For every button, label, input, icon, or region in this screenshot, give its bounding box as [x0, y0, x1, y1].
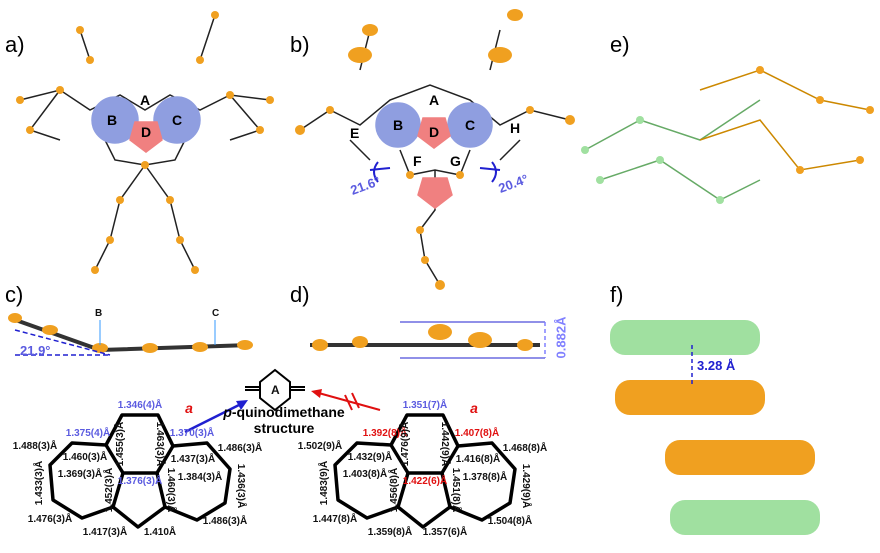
ring-b: B: [107, 112, 118, 128]
bond-label-r3: 1.378(8)Å: [462, 472, 508, 483]
bond-label-p2: 1.460(3)Å: [165, 467, 176, 513]
bond-label-a_right: 1.370(3)Å: [169, 428, 215, 439]
bond-label-r1: 1.486(3)Å: [217, 443, 263, 454]
quinoid-structure: [245, 368, 305, 412]
ring-c: C: [172, 112, 183, 128]
bond-label-hex_l: 1.460(3)Å: [62, 452, 108, 463]
panel-b-atoms: [295, 9, 575, 290]
bond-label-hex_tr: 1.463(3)Å: [154, 421, 165, 467]
ring-h-b: H: [510, 120, 521, 136]
bond-label-l4: 1.403(8)Å: [342, 469, 388, 480]
label-c-c: C: [212, 308, 220, 319]
bond-label-r2: 1.436(3)Å: [235, 463, 246, 509]
bond-label-hex_tr: 1.442(9)Å: [439, 421, 450, 467]
bond-label-hex_tl: 1.476(9)Å: [400, 421, 411, 467]
bond-label-top: 1.351(7)Å: [402, 400, 448, 411]
panel-b-structure: [299, 29, 571, 286]
panel-f-stacking: [610, 320, 820, 535]
panel-label-f: f): [610, 282, 624, 307]
caption-rest: -quinodimethane: [231, 404, 345, 420]
ring-a-b: A: [429, 92, 440, 108]
distance-f: 3.28 Å: [697, 358, 736, 373]
panel-label-a: a): [5, 32, 25, 57]
bond-label-l1: 1.502(9)Å: [297, 441, 343, 452]
bond-label-p4: 1.410Å: [143, 527, 177, 538]
bond-label-r1: 1.468(8)Å: [502, 443, 548, 454]
label-c-b: B: [95, 308, 103, 319]
ring-e-b: E: [350, 125, 360, 141]
bond-label-hex_r: 1.437(3)Å: [170, 454, 216, 465]
bond-label-p1: 1.456(8)Å: [389, 467, 400, 513]
caption-line2: structure: [253, 420, 315, 436]
bond-label-l1: 1.488(3)Å: [12, 441, 58, 452]
bond-label-l3: 1.447(8)Å: [312, 514, 358, 525]
quinoid-ring-label: A: [271, 383, 280, 397]
bond-diagram-right: [333, 413, 517, 529]
bond-label-r3: 1.384(3)Å: [177, 472, 223, 483]
distance-d: 0.882Å: [553, 316, 569, 359]
ring-c-b: C: [465, 117, 476, 133]
angle-c: 21.9°: [20, 343, 51, 358]
bond-label-p3: 1.417(3)Å: [82, 527, 128, 538]
ring-d-b: D: [429, 124, 440, 140]
arrow-left: [184, 400, 246, 434]
panel-c-side-view: [8, 313, 253, 356]
bond-label-a_left: 1.375(4)Å: [65, 428, 111, 439]
panel-d-side-view: [310, 321, 546, 359]
bond-label-l4: 1.369(3)Å: [57, 469, 103, 480]
bond-label-r4: 1.486(3)Å: [202, 516, 248, 527]
bond-label-hex_r: 1.416(8)Å: [455, 454, 501, 465]
arrow-cross-marks: [344, 392, 360, 411]
bond-label-top: 1.346(4)Å: [117, 400, 163, 411]
ring-d: D: [141, 124, 152, 140]
ring-a: A: [140, 92, 151, 108]
bond-label-l2: 1.433(3)Å: [34, 460, 45, 506]
quinoid-caption: p-quinodimethane structure: [220, 404, 348, 436]
bond-label-p2: 1.451(8)Å: [450, 467, 461, 513]
arrow-left-head: [236, 400, 248, 410]
bond-label-center: 1.422(6)Å: [402, 476, 448, 487]
panel-a-atoms: [16, 11, 274, 274]
caption-italic: p: [223, 404, 232, 420]
bond-label-a_right: 1.407(8)Å: [454, 428, 500, 439]
panel-a-structure: [19, 14, 271, 271]
bond-label-p4: 1.357(6)Å: [422, 527, 468, 538]
bond-label-hex_l: 1.432(9)Å: [347, 452, 393, 463]
bond-label-alpha: a: [470, 400, 478, 416]
bond-label-a_left: 1.392(8)Å: [362, 428, 408, 439]
bond-diagram-left: [48, 413, 232, 529]
bond-label-r2: 1.429(9)Å: [520, 463, 531, 509]
bond-label-l3: 1.476(3)Å: [27, 514, 73, 525]
bond-label-alpha: a: [185, 400, 193, 416]
arrow-right-head: [311, 389, 322, 398]
bond-label-center: 1.376(3)Å: [117, 476, 163, 487]
panel-label-e: e): [610, 32, 630, 57]
bond-label-r4: 1.504(8)Å: [487, 516, 533, 527]
bond-label-l2: 1.483(9)Å: [319, 460, 330, 506]
ring-g-b: G: [450, 153, 461, 169]
bond-label-hex_tl: 1.455(3)Å: [115, 421, 126, 467]
ring-b-b: B: [393, 117, 404, 133]
ring-f-b: F: [413, 153, 422, 169]
panel-label-b: b): [290, 32, 310, 57]
bond-label-p1: 1.452(3)Å: [104, 467, 115, 513]
panel-label-d: d): [290, 282, 310, 307]
bond-label-p3: 1.359(8)Å: [367, 527, 413, 538]
panel-label-c: c): [5, 282, 24, 307]
panel-e-packing: [581, 66, 874, 204]
